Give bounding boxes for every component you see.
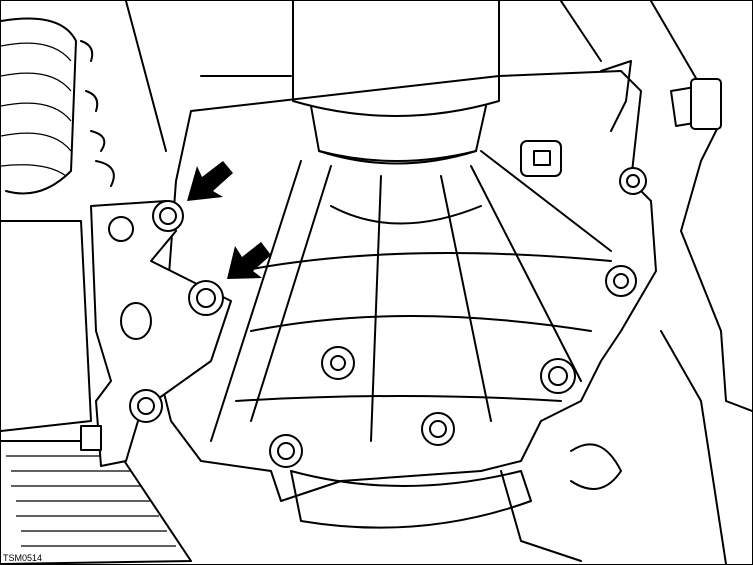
- bolt: [269, 434, 303, 468]
- bolt: [152, 200, 184, 232]
- bolt: [188, 280, 224, 316]
- bolts: [80, 167, 647, 468]
- arrow-icon: [187, 161, 233, 201]
- mounting-bracket: [90, 200, 232, 467]
- bolt: [540, 358, 576, 394]
- indicator-arrows: [187, 161, 271, 279]
- bolt: [129, 389, 163, 423]
- figure-reference-code: TSM0514: [3, 553, 43, 563]
- shaft-column: [292, 1, 500, 165]
- bolt: [605, 265, 637, 297]
- transmission-housing: [160, 60, 722, 562]
- bellows-hose: [1, 17, 192, 564]
- drain-plug: [321, 346, 355, 380]
- bolt: [619, 167, 647, 195]
- bolt: [80, 425, 102, 451]
- arrow-icon: [227, 242, 271, 279]
- bolt: [421, 412, 455, 446]
